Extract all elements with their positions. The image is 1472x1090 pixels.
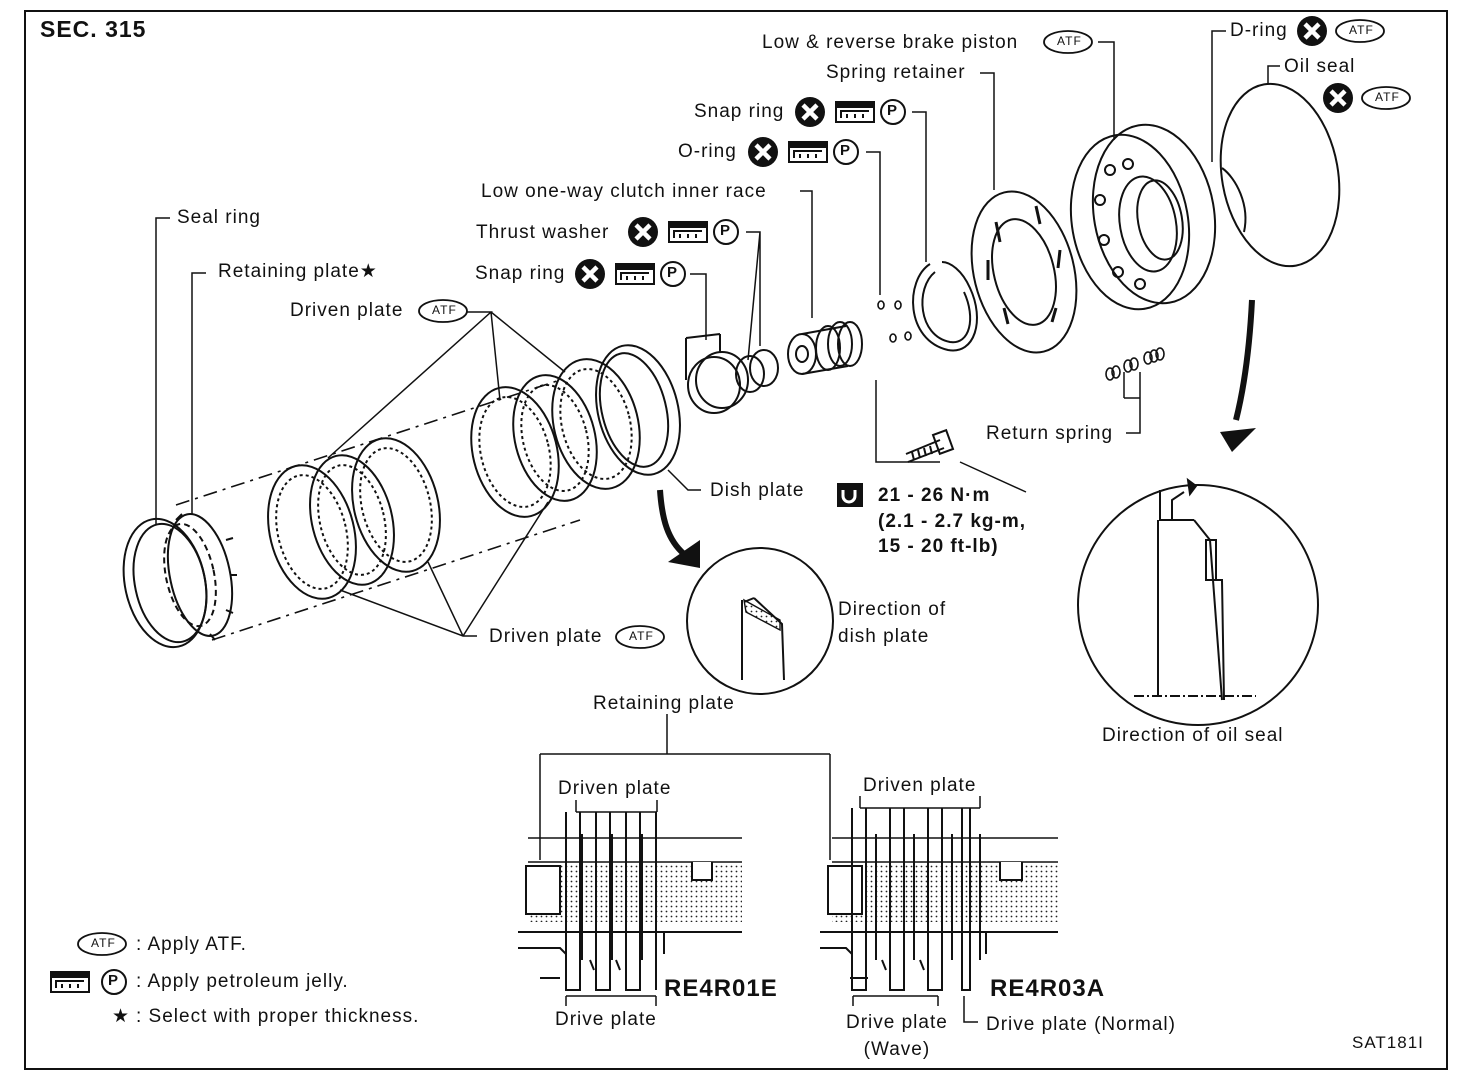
torque-spec: 21 - 26 N·m (2.1 - 2.7 kg-m, 15 - 20 ft-… <box>878 485 1026 558</box>
arrow-to-dish-detail <box>657 489 700 568</box>
atf-badge-text: ATF <box>432 303 457 317</box>
label-snap-ring-upper: Snap ring <box>694 101 785 122</box>
legend-jelly-text: : Apply petroleum jelly. <box>136 971 349 992</box>
p-badge-text: P <box>720 222 732 239</box>
arrow-to-oil-seal-detail <box>1220 299 1256 452</box>
atf-badge-text: ATF <box>1375 90 1400 104</box>
atf-badge-text: ATF <box>1057 34 1082 48</box>
legend-star-icon: ★ <box>112 1006 131 1027</box>
figure-code: SAT181I <box>1352 1033 1424 1052</box>
label-return-spring: Return spring <box>986 423 1114 444</box>
model-re4r01e: RE4R01E <box>664 975 778 1002</box>
label-driven-plate-right: Driven plate <box>863 775 977 796</box>
section-number: SEC. 315 <box>40 16 147 42</box>
p-badge-text: P <box>887 102 899 119</box>
label-spring-retainer: Spring retainer <box>826 62 966 83</box>
diagram-frame <box>24 10 1448 1070</box>
legend-atf-text: : Apply ATF. <box>136 934 247 955</box>
spring-retainer-part <box>970 190 1078 354</box>
p-badge-text: P <box>840 142 852 159</box>
atf-badge-text: ATF <box>1349 23 1374 37</box>
retaining-plate-part <box>163 513 237 641</box>
oil-seal-part <box>1219 82 1341 268</box>
clutch-discs <box>267 358 641 600</box>
snap-ring-thrust-washer-part <box>685 333 779 414</box>
section-re4r01e <box>518 812 742 991</box>
snap-ring-upper-part <box>912 261 978 352</box>
label-driven-plate-bottom: Driven plate <box>489 626 603 647</box>
dish-plate-part <box>595 344 681 476</box>
label-driven-plate-left: Driven plate <box>558 778 672 799</box>
p-badge-text: P <box>108 972 120 989</box>
symbols <box>50 16 1411 995</box>
label-o-ring: O-ring <box>678 141 737 162</box>
label-inner-race: Low one-way clutch inner race <box>481 181 767 202</box>
label-direction-of-oil-seal: Direction of oil seal <box>1102 725 1284 746</box>
brake-piston-part <box>1069 123 1217 311</box>
label-driven-plate-top: Driven plate <box>290 300 404 321</box>
label-dish-plate: Dish plate <box>710 480 805 501</box>
o-ring-small-parts <box>877 300 912 343</box>
label-oil-seal: Oil seal <box>1284 56 1356 77</box>
atf-badge-text: ATF <box>629 629 654 643</box>
inner-race-part <box>787 321 863 375</box>
label-direction-of-dish-plate: Direction of dish plate <box>838 599 947 647</box>
label-low-reverse-brake-piston: Low & reverse brake piston <box>762 32 1019 53</box>
oil-seal-detail <box>1077 477 1319 726</box>
leader-lines <box>155 30 1280 1023</box>
section-re4r03a <box>820 808 1058 991</box>
seal-ring-part <box>122 517 208 649</box>
dish-plate-detail <box>686 547 834 695</box>
model-re4r03a: RE4R03A <box>990 975 1106 1002</box>
label-d-ring: D-ring <box>1230 20 1288 41</box>
label-thrust-washer: Thrust washer <box>476 222 610 243</box>
atf-badge-text: ATF <box>91 936 116 950</box>
clutch-pack-cylinder <box>175 379 581 641</box>
legend-star-text: : Select with proper thickness. <box>136 1006 420 1027</box>
label-drive-plate-normal: Drive plate (Normal) <box>986 1014 1176 1035</box>
label-snap-ring-lower: Snap ring <box>475 263 566 284</box>
label-retaining-plate: Retaining plate <box>593 693 735 714</box>
label-seal-ring: Seal ring <box>177 207 261 228</box>
label-drive-plate-wave: Drive plate (Wave) <box>846 1012 948 1060</box>
p-badge-text: P <box>667 264 679 281</box>
label-drive-plate-left: Drive plate <box>555 1009 657 1030</box>
return-spring-parts <box>1105 347 1165 381</box>
d-ring-part <box>1221 167 1247 233</box>
label-retaining-plate-star: Retaining plate★ <box>218 261 378 282</box>
bolt-part <box>905 428 955 463</box>
